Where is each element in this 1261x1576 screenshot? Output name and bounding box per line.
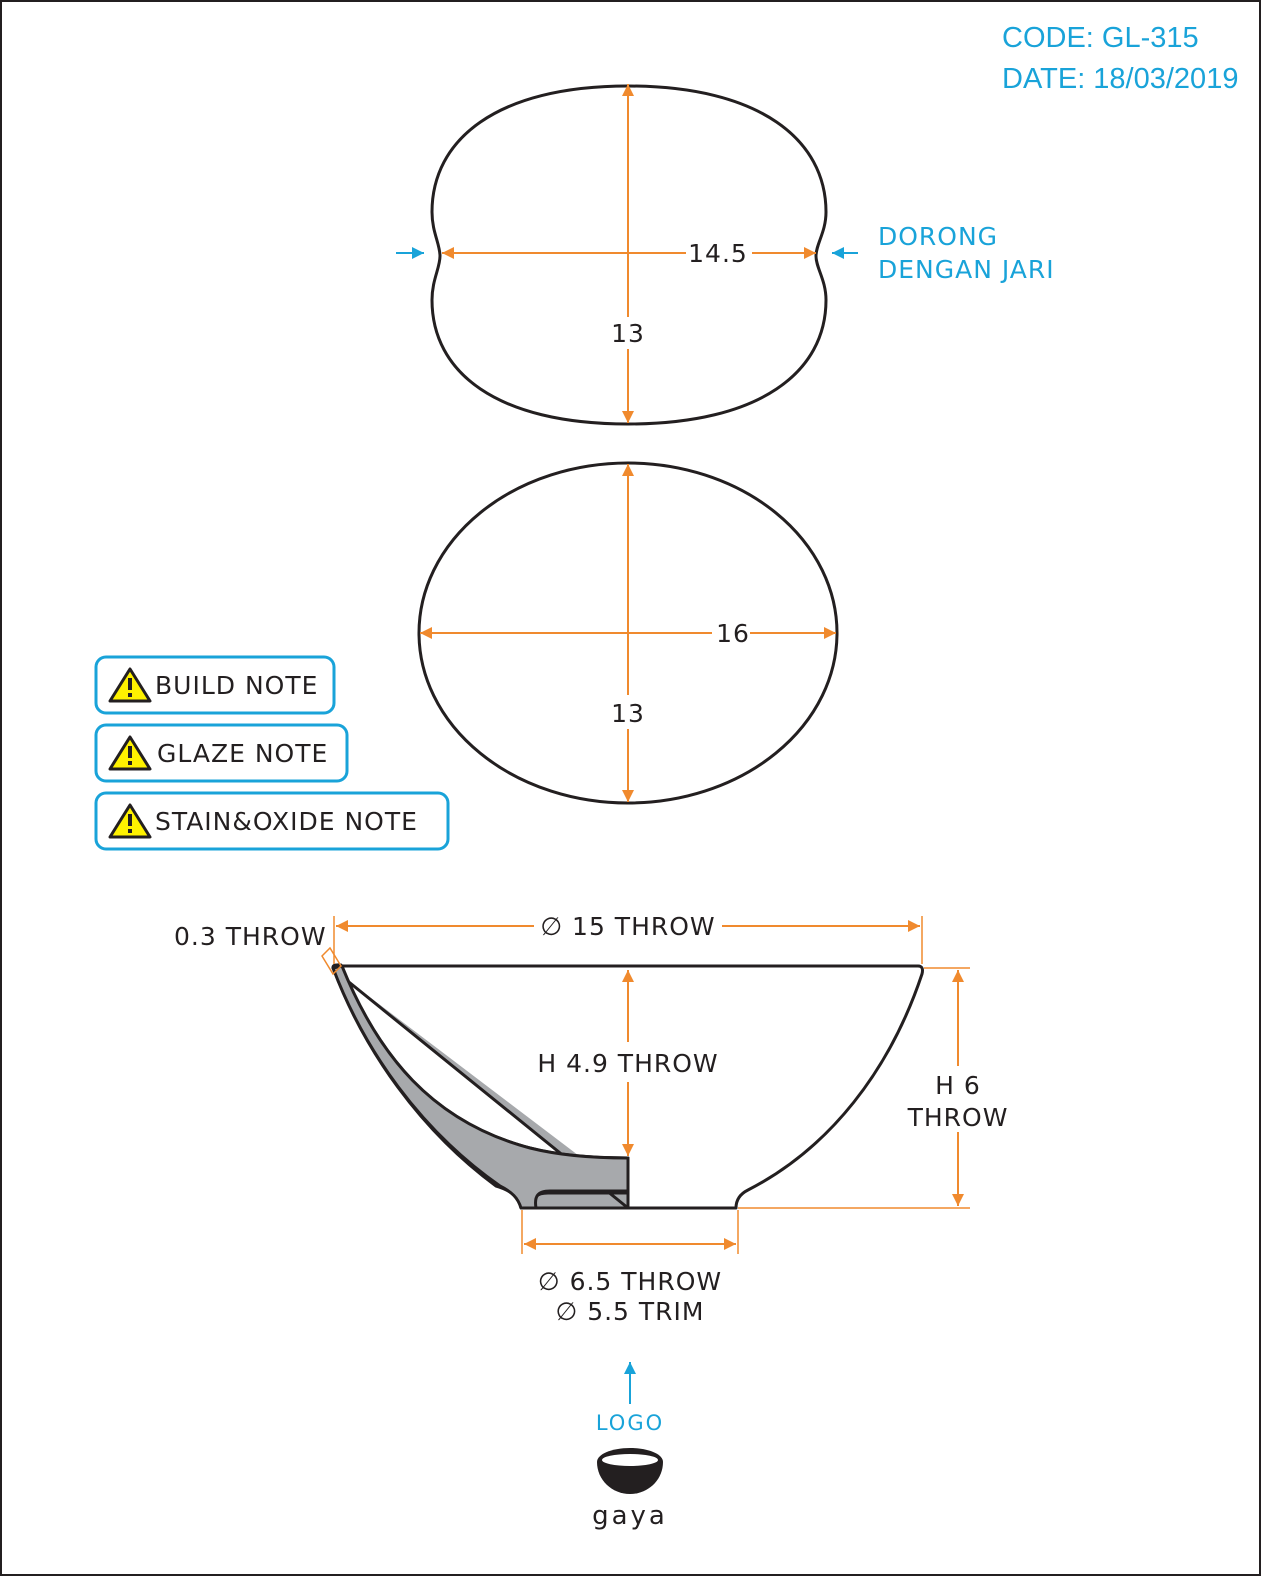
pinched-top-view: 14.5 13 DORONG DENGAN JARI	[396, 84, 1055, 426]
gaya-logo: gaya	[592, 1448, 668, 1531]
note-stain-oxide[interactable]: STAIN&OXIDE NOTE	[94, 791, 450, 851]
width-label: 14.5	[688, 239, 748, 268]
depth-label: 13	[611, 319, 645, 348]
foot-trim-label: ∅ 5.5 TRIM	[555, 1297, 704, 1326]
warning-icon	[108, 735, 152, 771]
bowl-outline	[342, 964, 924, 1210]
depth-label: 13	[611, 699, 645, 728]
warning-icon	[108, 667, 152, 703]
note-glaze-label: GLAZE NOTE	[157, 739, 328, 768]
note-build-frame	[94, 655, 336, 715]
note-glaze-frame	[94, 723, 349, 783]
logo-pointer-label: LOGO	[596, 1411, 664, 1435]
code-label: CODE: GL-315	[1002, 22, 1199, 54]
note-build[interactable]: BUILD NOTE	[94, 655, 336, 715]
foot-throw-label: ∅ 6.5 THROW	[538, 1267, 722, 1296]
logo-pointer: LOGO	[596, 1362, 664, 1435]
note-build-label: BUILD NOTE	[155, 671, 318, 700]
wall-thickness-marker	[321, 946, 342, 976]
push-callout-line1: DORONG	[878, 222, 998, 251]
wall-thickness-label: 0.3 THROW	[174, 922, 327, 951]
oval-top-view: 16 13	[417, 461, 839, 805]
warning-icon	[108, 803, 152, 839]
rim-diameter-label: ∅ 15 THROW	[540, 912, 715, 941]
inner-height-label: H 4.9 THROW	[537, 1049, 718, 1078]
oval-outline	[417, 461, 839, 805]
brand-name: gaya	[592, 1501, 668, 1531]
pinched-outline	[430, 84, 828, 426]
note-stain-oxide-label: STAIN&OXIDE NOTE	[155, 807, 418, 836]
bowl-logo-icon	[597, 1448, 663, 1494]
note-glaze[interactable]: GLAZE NOTE	[94, 723, 349, 783]
note-stain-oxide-frame	[94, 791, 450, 851]
width-label: 16	[716, 619, 750, 648]
outer-height-label-line2: THROW	[907, 1103, 1009, 1132]
outer-height-label-line1: H 6	[935, 1071, 981, 1100]
bowl-section-view: 0.3 THROW ∅ 15 THROW H 4.9 THROW H 6 THR…	[174, 912, 1009, 1326]
push-callout-line2: DENGAN JARI	[878, 255, 1055, 284]
date-label: DATE: 18/03/2019	[1002, 63, 1238, 95]
wall-section-fill	[331, 964, 630, 1210]
